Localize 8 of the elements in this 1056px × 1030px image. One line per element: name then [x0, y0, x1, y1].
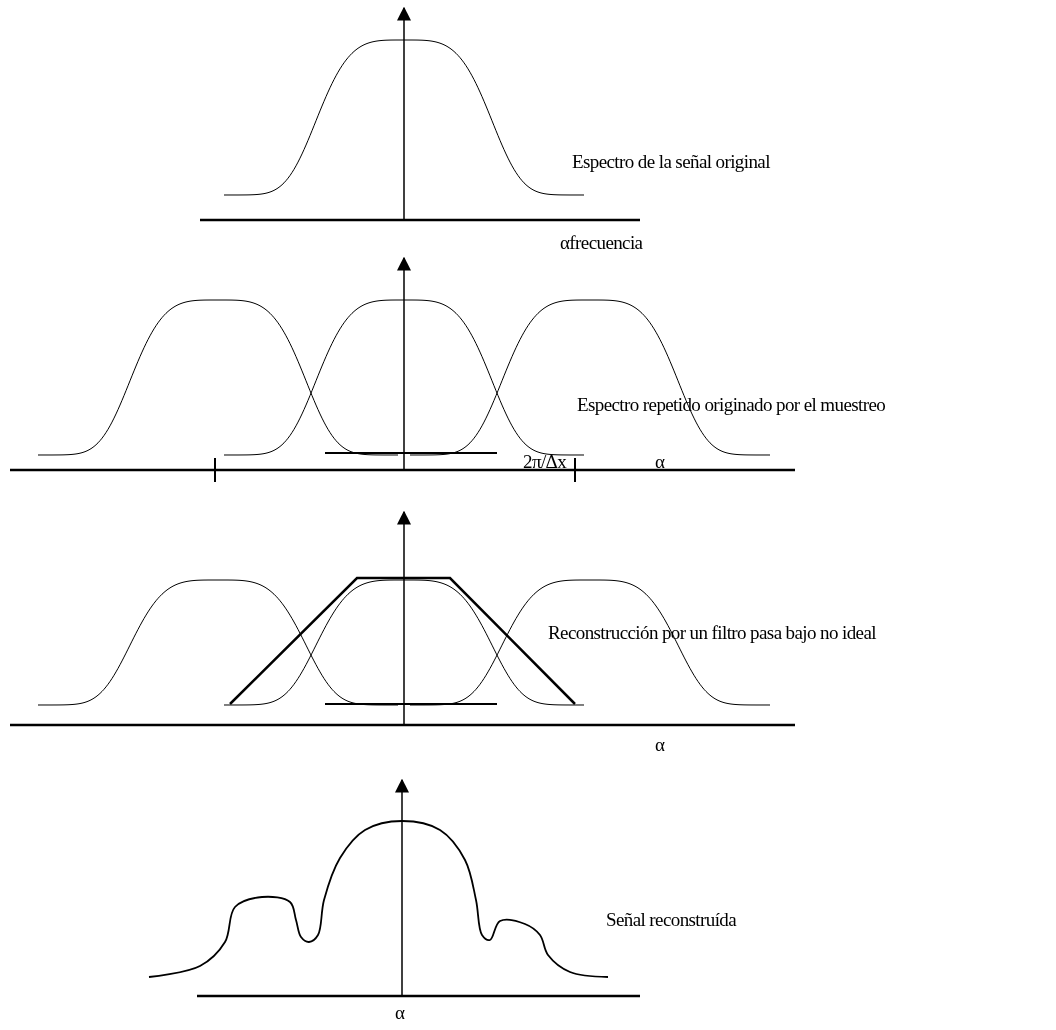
plot-label: α — [395, 1003, 405, 1024]
plot-label: Espectro de la señal original — [572, 152, 770, 173]
plot-label: α — [655, 452, 665, 473]
tick-label: 2π/Δx — [523, 452, 567, 473]
plot-label: αfrecuencia — [560, 233, 643, 254]
plot-label: Espectro repetido originado por el muestreo — [577, 395, 886, 416]
plot-label: Señal reconstruída — [606, 910, 737, 931]
plot-label: α — [655, 735, 665, 756]
